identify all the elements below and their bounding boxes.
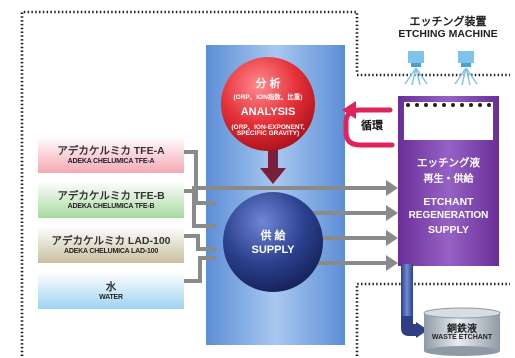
source-tfe-b: アデカケルミカ TFE-B ADEKA CHELUMICA TFE-B: [38, 181, 184, 218]
analysis-sub-en-2: SPECIFIC GRAVITY): [236, 130, 300, 137]
etchant-title-jp-1: エッチング液: [417, 157, 480, 169]
analysis-title-jp: 分 析: [255, 78, 281, 90]
tank-opening: [404, 102, 493, 140]
analysis-sphere: [221, 57, 315, 151]
waste-drum: [423, 307, 501, 356]
waste-title-en: WASTE ETCHANT: [431, 334, 493, 341]
supply-sphere: [223, 192, 323, 292]
source-label-jp: 水: [105, 281, 117, 293]
source-label-jp: アデカケルミカ LAD-100: [51, 235, 171, 247]
source-lad-100: アデカケルミカ LAD-100 ADEKA CHELUMICA LAD-100: [38, 226, 184, 263]
etchant-title-en-2: REGENERATION: [408, 210, 489, 221]
source-water: 水 WATER: [38, 272, 184, 309]
source-label-jp: アデカケルミカ TFE-B: [57, 190, 165, 202]
analysis-sub-en-1: (ORP、ION-EXPONENT,: [231, 124, 305, 131]
source-label-en: WATER: [99, 294, 123, 301]
analysis-to-supply-arrow: [260, 144, 286, 184]
waste-title-jp: 銅鉄液: [447, 324, 477, 335]
spray-nozzle-icon: [404, 51, 478, 86]
tank-rollers: [406, 103, 491, 107]
supply-title-jp: 供 給: [260, 230, 286, 242]
machine-title-en: ETCHING MACHINE: [398, 28, 498, 40]
supply-arrows: [192, 180, 398, 271]
circulation-label: 循環: [361, 120, 383, 132]
source-boxes: [38, 136, 184, 309]
dotted-boundary: [20, 10, 510, 356]
source-label-jp: アデカケルミカ TFE-A: [57, 145, 165, 157]
analysis-sub-jp: (ORP、ION指数、比重): [233, 94, 303, 101]
source-label-en: ADEKA CHELUMICA TFE-A: [67, 158, 155, 165]
supply-title-en: SUPPLY: [251, 244, 295, 256]
etchant-title-jp-2: 再生・供給: [423, 174, 474, 185]
etchant-title-en-1: ETCHANT: [423, 196, 474, 208]
circulation-arrowhead: [342, 101, 356, 119]
drain-pipe: [401, 264, 428, 338]
analysis-title-en: ANALYSIS: [240, 106, 296, 118]
machine-title-jp: エッチング装置: [409, 16, 487, 28]
source-label-en: ADEKA CHELUMICA LAD-100: [63, 248, 159, 255]
source-tfe-a: アデカケルミカ TFE-A ADEKA CHELUMICA TFE-A: [38, 136, 184, 173]
source-label-en: ADEKA CHELUMICA TFE-B: [67, 203, 155, 210]
etchant-title-en-3: SUPPLY: [427, 224, 470, 236]
source-connectors: [184, 150, 216, 283]
